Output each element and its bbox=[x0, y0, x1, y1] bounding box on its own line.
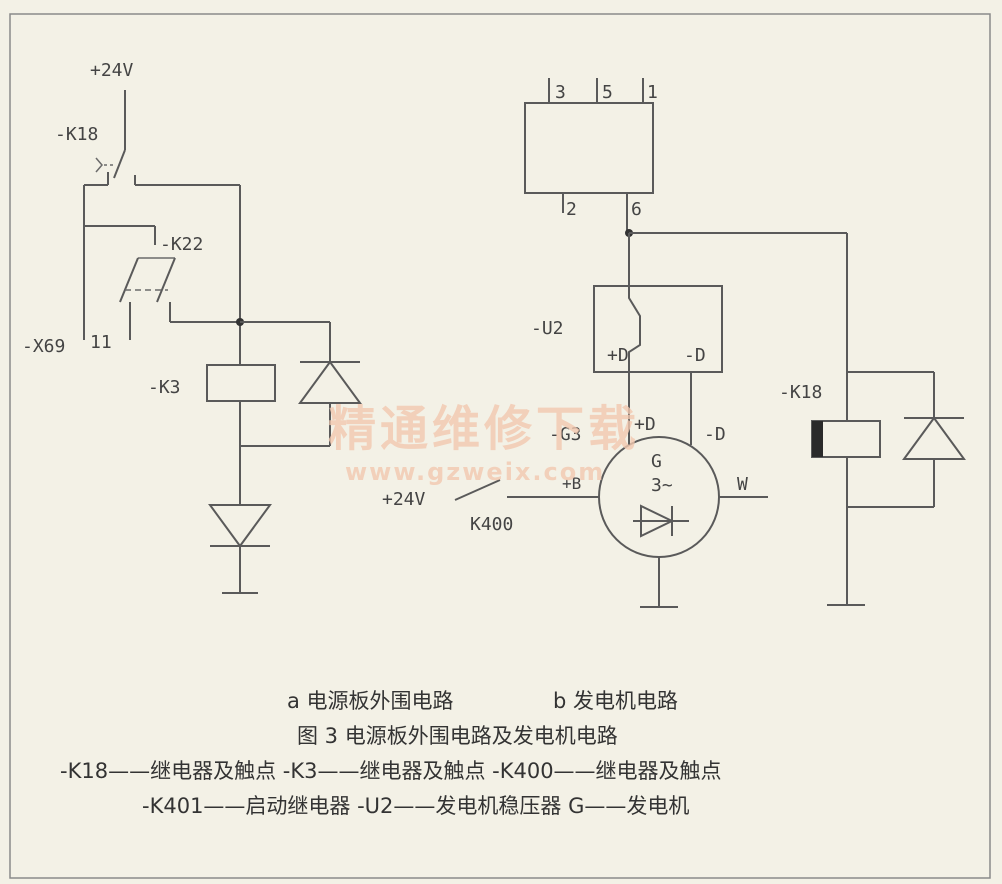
pin-1: 1 bbox=[647, 82, 658, 103]
series-diode-icon bbox=[208, 504, 272, 548]
legend-line-1: -K18——继电器及触点 -K3——继电器及触点 -K400——继电器及触点 bbox=[60, 759, 722, 783]
caption-b: b 发电机电路 bbox=[553, 689, 678, 713]
figure-title: 图 3 电源板外围电路及发电机电路 bbox=[297, 724, 618, 748]
u2-label: -U2 bbox=[531, 318, 564, 339]
reg-plus-d: +D bbox=[607, 345, 629, 366]
power-board-circuit: +24V -K18 -K22 -X69 11 -K3 bbox=[22, 60, 362, 594]
border bbox=[9, 13, 991, 879]
connector-pin-label: 11 bbox=[90, 332, 112, 353]
pin-2: 2 bbox=[566, 199, 577, 220]
rectifier-diode-icon bbox=[640, 504, 675, 538]
generator-circuit: 3 5 1 2 6 -U2 +D -D -G3 +D -D G 3~ +B +2… bbox=[382, 78, 966, 608]
legend-line-2: -K401——启动继电器 -U2——发电机稳压器 G——发电机 bbox=[142, 794, 689, 818]
gen-phase-label: 3~ bbox=[651, 475, 673, 496]
gen-minus-d-label: -D bbox=[704, 424, 726, 445]
gen-b-label: +B bbox=[562, 474, 581, 493]
pin-6: 6 bbox=[631, 199, 642, 220]
k400-label: K400 bbox=[470, 514, 513, 535]
pin-3: 3 bbox=[555, 82, 566, 103]
gen-plus-d-label: +D bbox=[634, 414, 656, 435]
supply-label-right: +24V bbox=[382, 489, 426, 510]
k18-coil-marker bbox=[812, 421, 823, 457]
pin-5: 5 bbox=[602, 82, 613, 103]
reg-minus-d: -D bbox=[684, 345, 706, 366]
control-block bbox=[524, 102, 654, 194]
watermark-url: www.gzweix.com bbox=[345, 458, 605, 486]
flyback-diode-icon bbox=[298, 360, 362, 404]
k18-diode-icon bbox=[902, 416, 966, 460]
k3-coil bbox=[206, 364, 276, 402]
k18-actuator-icon bbox=[95, 157, 103, 173]
k22-contact-label: -K22 bbox=[160, 234, 203, 255]
relay-k18-label: -K18 bbox=[779, 382, 822, 403]
supply-label-left: +24V bbox=[90, 60, 134, 81]
k18-contact-label: -K18 bbox=[55, 124, 98, 145]
caption-a: a 电源板外围电路 bbox=[287, 689, 454, 713]
gen-g3-label: -G3 bbox=[549, 424, 582, 445]
connector-label: -X69 bbox=[22, 336, 65, 357]
watermark-cn: 精通维修下载 bbox=[328, 401, 640, 457]
gen-g-label: G bbox=[651, 451, 662, 472]
u2-regulator bbox=[593, 285, 723, 373]
gen-w-label: W bbox=[737, 474, 748, 495]
k3-relay-label: -K3 bbox=[148, 377, 181, 398]
